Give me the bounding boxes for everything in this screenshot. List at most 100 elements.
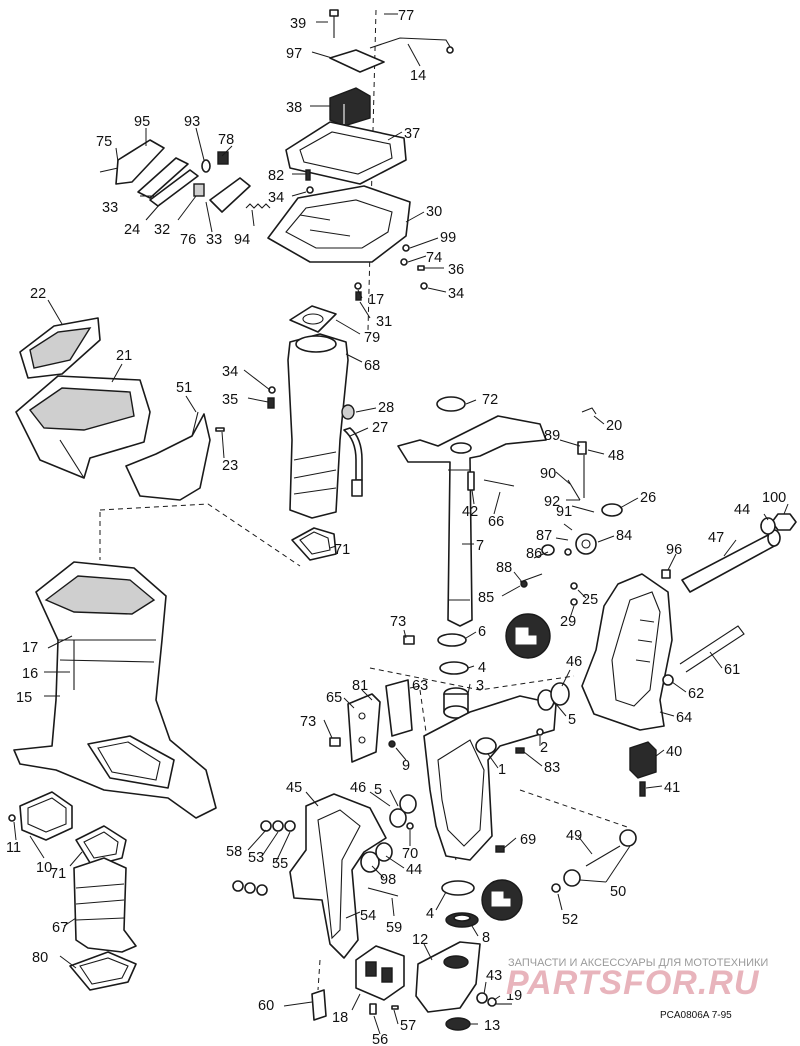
callout-34-right: 34	[448, 286, 464, 302]
clamp-bracket-45	[289, 793, 387, 959]
callout-71-top: 71	[334, 542, 350, 558]
guide-line-5	[519, 789, 631, 829]
bolt-66	[483, 479, 515, 487]
callout-92: 92	[544, 494, 560, 510]
bolt-39	[329, 9, 339, 38]
callout-34-top: 34	[268, 190, 284, 206]
callout-6: 6	[478, 624, 486, 640]
screw-83	[515, 747, 525, 754]
cover-30	[267, 185, 411, 263]
clip-56-57	[369, 1003, 399, 1015]
callout-98: 98	[380, 872, 396, 888]
washer-6	[437, 633, 467, 647]
screw-35	[267, 397, 275, 409]
bracket-51	[125, 411, 211, 501]
callout-35: 35	[222, 392, 238, 408]
callout-67: 67	[52, 920, 68, 936]
callout-7: 7	[476, 538, 484, 554]
watermark-tagline: ЗАПЧАСТИ И АКСЕССУАРЫ ДЛЯ МОТОТЕХНИКИ	[508, 957, 768, 969]
callout-44-right: 44	[734, 502, 750, 518]
callout-41: 41	[664, 780, 680, 796]
bushing-98-44	[360, 842, 393, 873]
gasket-80	[69, 951, 137, 991]
stern-bracket-64	[581, 573, 673, 731]
gasket-71-bottom	[75, 825, 127, 867]
plate-60	[311, 989, 327, 1021]
callout-11: 11	[6, 840, 21, 856]
callout-79: 79	[364, 330, 380, 346]
callout-73-bottom: 73	[300, 714, 316, 730]
callout-26: 26	[640, 490, 656, 506]
callout-33-right: 33	[206, 232, 222, 248]
callout-94: 94	[234, 232, 250, 248]
callout-71-bottom: 71	[50, 866, 66, 882]
callout-46-right: 46	[566, 654, 582, 670]
callout-63: 63	[412, 678, 428, 694]
block-40	[629, 741, 657, 779]
callout-65: 65	[326, 690, 342, 706]
guide-line-1	[99, 503, 301, 567]
gasket-97	[329, 49, 385, 73]
callout-40: 40	[666, 744, 682, 760]
callout-48: 48	[608, 448, 624, 464]
exhaust-tube-68	[287, 333, 349, 519]
callout-43: 43	[486, 968, 502, 984]
callout-42: 42	[462, 504, 478, 520]
callout-70: 70	[402, 846, 418, 862]
guide-line-3	[369, 667, 575, 691]
callout-33-left: 33	[102, 200, 118, 216]
callout-83: 83	[544, 760, 560, 776]
callout-31: 31	[376, 314, 392, 330]
indicator-icon-top	[505, 613, 551, 659]
linkage-group	[99, 139, 271, 213]
callout-13: 13	[484, 1018, 500, 1034]
callout-58: 58	[226, 844, 242, 860]
callout-labels: 39 77 97 14 38 37 95 93 75 78 82 34 33 2…	[6, 8, 786, 1046]
callout-57: 57	[400, 1018, 416, 1034]
bracket-63	[385, 679, 413, 737]
guide-line-6	[317, 959, 321, 991]
callout-74: 74	[426, 250, 442, 266]
cap-72	[436, 396, 466, 412]
gasket-79	[289, 305, 337, 333]
callout-85: 85	[478, 590, 494, 606]
callout-91: 91	[556, 504, 572, 520]
callout-95: 95	[134, 114, 150, 130]
callout-100: 100	[762, 490, 786, 506]
bolt-73-top	[403, 635, 415, 645]
callout-34-mid: 34	[222, 364, 238, 380]
callout-49: 49	[566, 828, 582, 844]
callout-25: 25	[582, 592, 598, 608]
throttle-linkage	[519, 407, 597, 606]
pin-49	[585, 845, 621, 867]
callout-69: 69	[520, 832, 536, 848]
nut-9	[388, 740, 396, 748]
callout-45: 45	[286, 780, 302, 796]
callout-27: 27	[372, 420, 388, 436]
callout-50: 50	[610, 884, 626, 900]
exhaust-67	[73, 857, 137, 953]
wire-14	[369, 37, 454, 54]
callout-53: 53	[248, 850, 264, 866]
callout-84: 84	[616, 528, 632, 544]
callout-60: 60	[258, 998, 274, 1014]
block-18	[355, 945, 405, 1001]
nut-13	[445, 1017, 471, 1031]
bolt-96	[661, 569, 671, 579]
callout-93: 93	[184, 114, 200, 130]
pin-2	[536, 728, 544, 736]
screw-69	[495, 845, 505, 853]
bushing-3	[443, 687, 469, 719]
callout-73-top: 73	[390, 614, 406, 630]
callout-4-top: 4	[478, 660, 486, 676]
bushings-50	[563, 829, 637, 887]
watermark-brand: PARTSFOR.RU	[506, 964, 760, 1002]
callout-17-left: 17	[22, 640, 38, 656]
rod-61	[662, 625, 745, 686]
callout-78: 78	[218, 132, 234, 148]
callout-20: 20	[606, 418, 622, 434]
callout-88: 88	[496, 560, 512, 576]
washer-34	[268, 386, 276, 394]
callout-66: 66	[488, 514, 504, 530]
